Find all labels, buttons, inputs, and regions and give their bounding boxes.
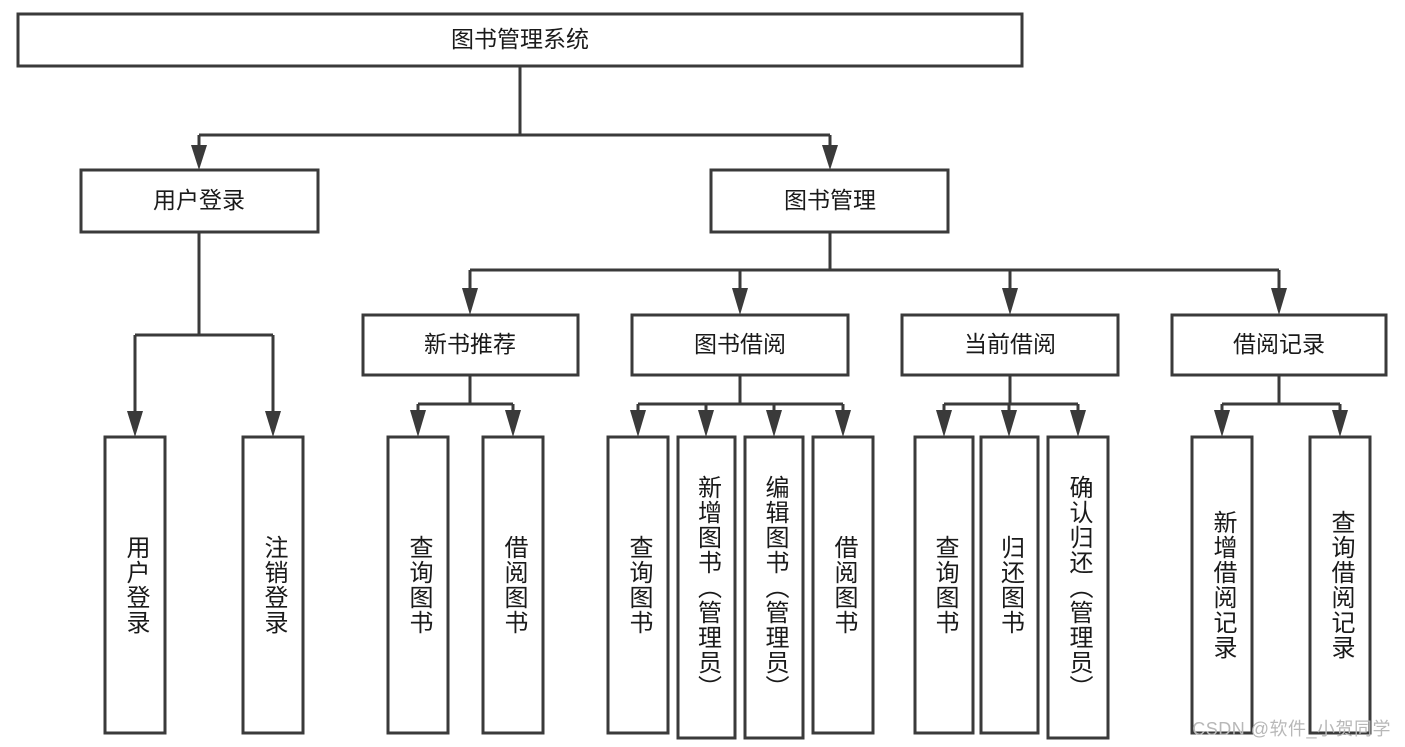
node-book-manage-label: 图书管理 [784, 187, 876, 213]
connector-currentborrow-to-leaves [936, 375, 1086, 437]
node-current-borrow[interactable]: 当前借阅 [900, 313, 1120, 377]
connector-newbook-to-leaves [410, 375, 521, 437]
connector-bookborrow-to-leaves [630, 375, 851, 437]
node-root[interactable]: 图书管理系统 [16, 12, 1024, 68]
node-borrow-record-label: 借阅记录 [1233, 331, 1325, 357]
node-current-borrow-label: 当前借阅 [964, 331, 1056, 357]
leaf-box-user-login-1[interactable] [103, 435, 167, 735]
leaf-box-current-borrow-2[interactable] [979, 435, 1040, 735]
node-book-manage[interactable]: 图书管理 [709, 168, 950, 234]
node-book-borrow-label: 图书借阅 [694, 331, 786, 357]
connector-root-to-level2 [191, 66, 838, 170]
leaf-box-new-book-1[interactable] [386, 435, 450, 735]
node-user-login-label: 用户登录 [153, 187, 245, 213]
node-user-login[interactable]: 用户登录 [79, 168, 320, 234]
leaf-box-current-borrow-3[interactable] [1046, 435, 1110, 740]
node-borrow-record[interactable]: 借阅记录 [1170, 313, 1388, 377]
leaf-box-borrow-record-2[interactable] [1308, 435, 1372, 735]
leaf-box-current-borrow-1[interactable] [913, 435, 975, 735]
leaf-box-borrow-record-1[interactable] [1190, 435, 1254, 735]
node-root-label: 图书管理系统 [451, 26, 589, 52]
csdn-watermark: CSDN @软件_小贺同学 [1192, 719, 1391, 739]
connector-bookmanage-to-level3 [462, 232, 1287, 315]
leaf-box-book-borrow-3[interactable] [743, 435, 805, 740]
leaf-box-user-login-2[interactable] [241, 435, 305, 735]
leaf-box-new-book-2[interactable] [481, 435, 545, 735]
node-new-book-recommend-label: 新书推荐 [424, 331, 516, 357]
leaf-box-book-borrow-2[interactable] [676, 435, 737, 740]
node-new-book-recommend[interactable]: 新书推荐 [361, 313, 580, 377]
connector-borrowrecord-to-leaves [1214, 375, 1348, 437]
leaf-box-book-borrow-4[interactable] [811, 435, 875, 735]
connector-userlogin-to-leaves [127, 232, 281, 437]
leaf-box-book-borrow-1[interactable] [606, 435, 670, 735]
node-book-borrow[interactable]: 图书借阅 [630, 313, 850, 377]
